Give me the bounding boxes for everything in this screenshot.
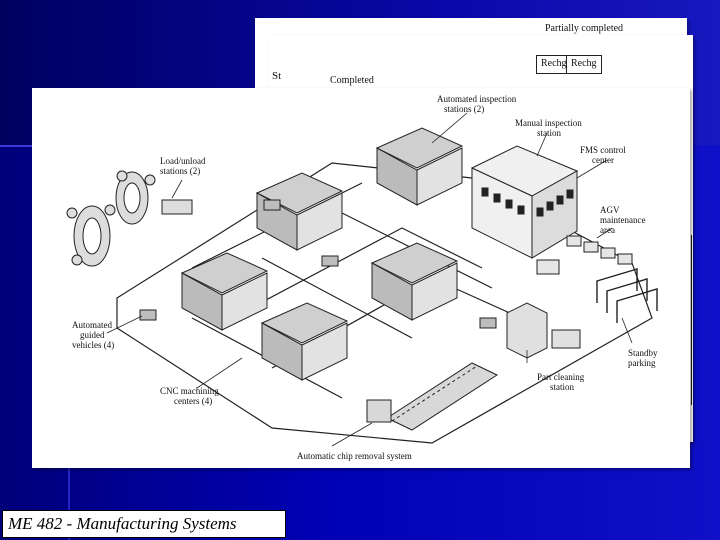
agv-vehicles	[139, 199, 497, 329]
slide-footer: ME 482 - Manufacturing Systems	[2, 510, 286, 538]
agv-guide-path	[231, 227, 483, 319]
partial-heading: Partially completed	[545, 23, 624, 34]
label-chip-removal: Automatic chip removal system	[297, 451, 412, 461]
start-label: St	[272, 70, 282, 82]
part-cleaning-station	[506, 302, 581, 359]
bracket-line	[683, 235, 692, 405]
agv-guide-path	[261, 257, 413, 339]
standby-parking	[596, 268, 658, 323]
cnc-machining-centers	[180, 127, 464, 381]
chip-removal-system	[366, 362, 499, 431]
agv-maintenance-area	[536, 235, 633, 275]
load-unload-stations	[66, 170, 193, 267]
callout-leaders	[106, 112, 633, 447]
recharge-label: Rechg	[566, 55, 602, 74]
fms-control-center	[470, 145, 579, 259]
completed-label: Completed	[330, 75, 374, 86]
